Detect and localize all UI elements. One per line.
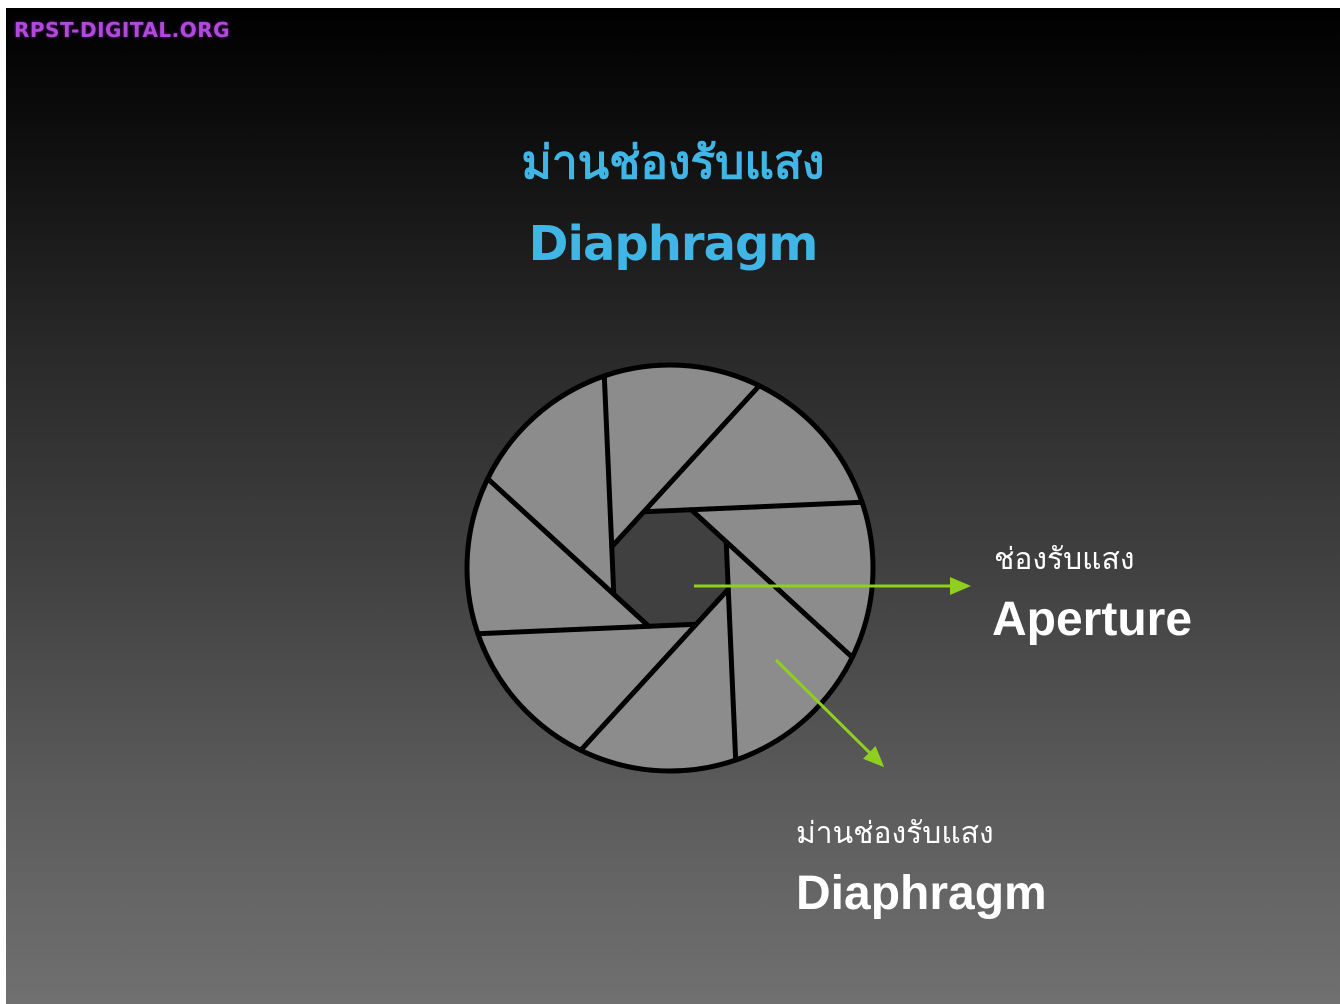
blade-edge bbox=[723, 539, 739, 763]
slide: RPST-DIGITAL.ORG ม่านช่องรับแสง Diaphrag… bbox=[6, 8, 1340, 1004]
iris-diagram bbox=[464, 362, 876, 774]
aperture-label-thai: ช่องรับแสง bbox=[994, 542, 1135, 577]
blade-edge bbox=[641, 499, 865, 515]
diaphragm-diagram bbox=[464, 362, 971, 774]
blade-edge bbox=[601, 373, 617, 597]
watermark-logo: RPST-DIGITAL.ORG bbox=[14, 18, 231, 42]
diaphragm-label-thai: ม่านช่องรับแสง bbox=[796, 816, 994, 851]
diaphragm-arrow bbox=[774, 658, 885, 768]
blade-edge bbox=[578, 586, 731, 753]
blade-edge bbox=[475, 621, 699, 637]
blade-edge bbox=[688, 507, 855, 660]
blade-edge bbox=[609, 383, 762, 550]
aperture-label-english: Aperture bbox=[992, 593, 1193, 646]
blade-edge bbox=[485, 476, 652, 629]
diaphragm-label-english: Diaphragm bbox=[796, 867, 1047, 920]
title-english: Diaphragm bbox=[528, 216, 819, 272]
title-thai: ม่านช่องรับแสง bbox=[521, 135, 825, 189]
